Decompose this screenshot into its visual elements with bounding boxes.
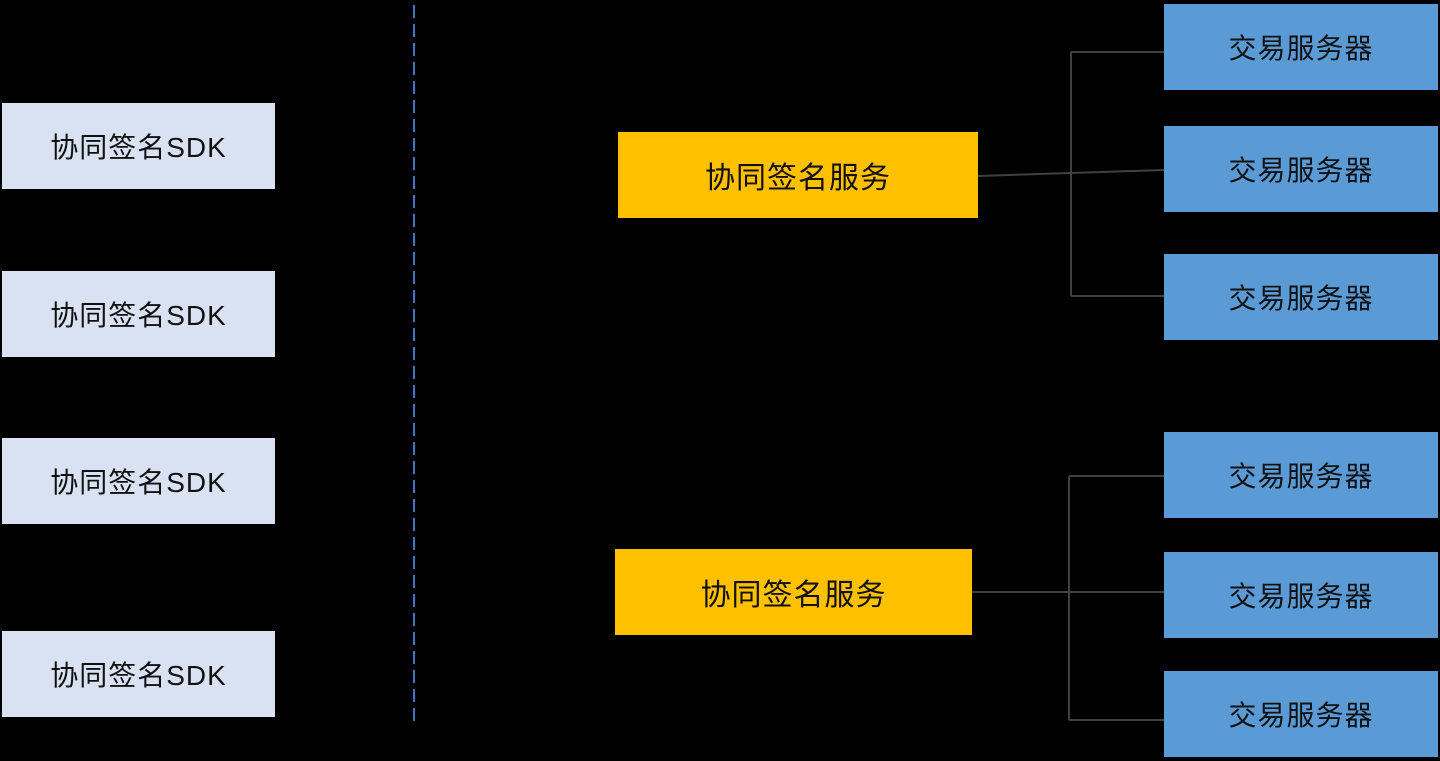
server-node-3-label: 交易服务器 xyxy=(1228,283,1374,314)
sdk-node-2: 协同签名SDK xyxy=(2,271,275,357)
server-node-4: 交易服务器 xyxy=(1164,432,1438,518)
server-node-1: 交易服务器 xyxy=(1164,4,1438,90)
server-node-2: 交易服务器 xyxy=(1164,126,1438,212)
sdk-node-2-label: 协同签名SDK xyxy=(50,300,227,331)
sdk-node-3-label: 协同签名SDK xyxy=(50,467,227,498)
server-node-6-label: 交易服务器 xyxy=(1228,700,1374,731)
sdk-node-4-label: 协同签名SDK xyxy=(50,660,227,691)
server-node-4-label: 交易服务器 xyxy=(1228,461,1374,492)
service-node-2: 协同签名服务 xyxy=(615,549,972,635)
sdk-node-1: 协同签名SDK xyxy=(2,103,275,189)
server-node-1-label: 交易服务器 xyxy=(1228,33,1374,64)
service-node-1: 协同签名服务 xyxy=(618,132,978,218)
server-node-5-label: 交易服务器 xyxy=(1228,581,1374,612)
server-node-5: 交易服务器 xyxy=(1164,552,1438,638)
sdk-node-4: 协同签名SDK xyxy=(2,631,275,717)
sdk-node-3: 协同签名SDK xyxy=(2,438,275,524)
service-node-1-label: 协同签名服务 xyxy=(705,162,891,195)
connector-top-service-to-server xyxy=(977,169,1165,177)
sdk-node-1-label: 协同签名SDK xyxy=(50,132,227,163)
server-node-3: 交易服务器 xyxy=(1164,254,1438,340)
server-node-2-label: 交易服务器 xyxy=(1228,155,1374,186)
service-node-2-label: 协同签名服务 xyxy=(700,579,887,612)
server-node-6: 交易服务器 xyxy=(1164,671,1438,757)
